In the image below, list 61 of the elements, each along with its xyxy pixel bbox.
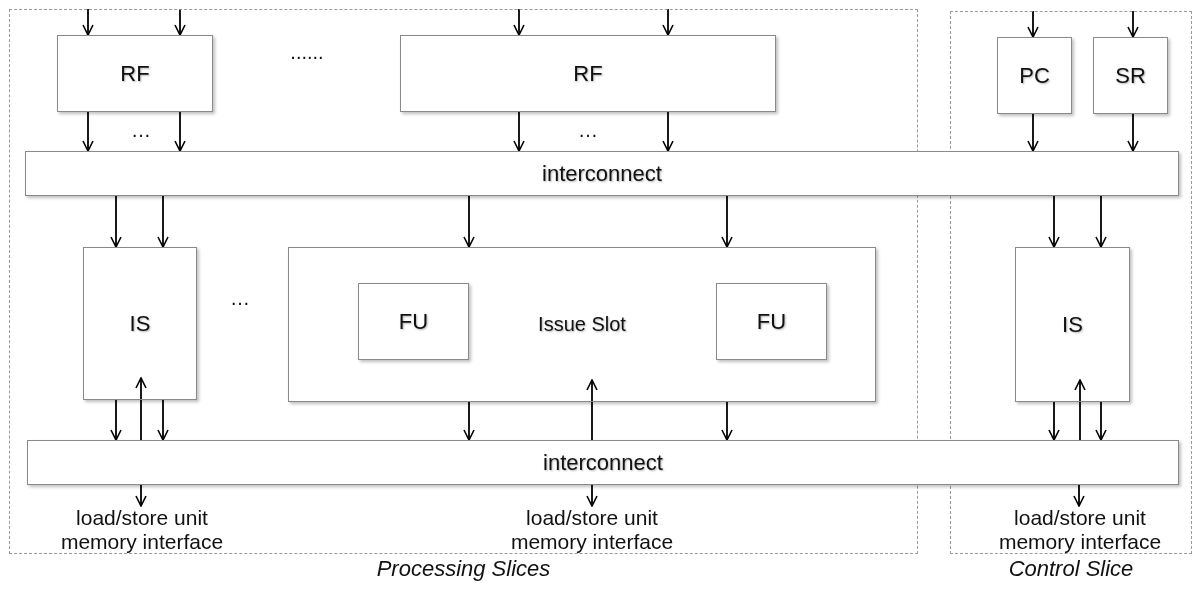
arrow (1048, 401, 1060, 441)
arrow (1073, 484, 1085, 507)
unit-label: load/store unit memory interface (36, 506, 248, 554)
arrow (1095, 195, 1107, 248)
arrow (110, 195, 122, 248)
unit-box (1015, 247, 1130, 402)
box-label: FU (756, 308, 787, 335)
arrow (157, 399, 169, 441)
ellipsis-label: … (578, 118, 598, 142)
arrow (513, 111, 525, 152)
ellipsis-label: … (131, 118, 151, 142)
arrow (82, 8, 94, 36)
box-label: PC (1019, 62, 1050, 89)
region-caption: Processing Slices (375, 556, 552, 582)
interconnect-bar (27, 440, 1179, 485)
bar-label: interconnect (543, 449, 663, 476)
slot-box (288, 247, 876, 402)
arrow (662, 8, 674, 36)
box-label: IS (1062, 311, 1083, 338)
arrow (1048, 195, 1060, 248)
ellipsis-label: ...... (290, 40, 324, 64)
arrow (586, 379, 598, 441)
unit-label: load/store unit memory interface (974, 506, 1186, 554)
unit-label: load/store unit memory interface (486, 506, 698, 554)
arrow (110, 399, 122, 441)
arrow (82, 111, 94, 152)
arrow (135, 484, 147, 507)
box-label: RF (573, 60, 603, 87)
arrow (721, 401, 733, 441)
arrow (135, 377, 147, 441)
ellipsis-label: … (230, 286, 250, 310)
box-label: RF (120, 60, 150, 87)
arrow (586, 484, 598, 507)
arrow (1027, 10, 1039, 38)
unit-box (83, 247, 197, 400)
box-label: Issue Slot (538, 313, 626, 336)
arrow (662, 111, 674, 152)
unit-box (400, 35, 776, 112)
interconnect-bar (25, 151, 1179, 196)
box-label: FU (398, 308, 429, 335)
unit-box (57, 35, 213, 112)
arrow (174, 8, 186, 36)
arrow (157, 195, 169, 248)
unit-box (997, 37, 1072, 114)
box-label: SR (1115, 62, 1146, 89)
bar-label: interconnect (542, 160, 662, 187)
region-caption: Control Slice (1007, 556, 1135, 582)
arrow (1074, 379, 1086, 441)
arrow (174, 111, 186, 152)
arrow (463, 401, 475, 441)
unit-box (716, 283, 827, 360)
box-label: IS (129, 310, 151, 337)
arrow (1095, 401, 1107, 441)
unit-box (358, 283, 469, 360)
unit-box (1093, 37, 1168, 114)
arrow (513, 8, 525, 36)
arrow (1027, 113, 1039, 152)
arrow (1127, 10, 1139, 38)
arrow (463, 195, 475, 248)
arrow (1127, 113, 1139, 152)
arrow (721, 195, 733, 248)
